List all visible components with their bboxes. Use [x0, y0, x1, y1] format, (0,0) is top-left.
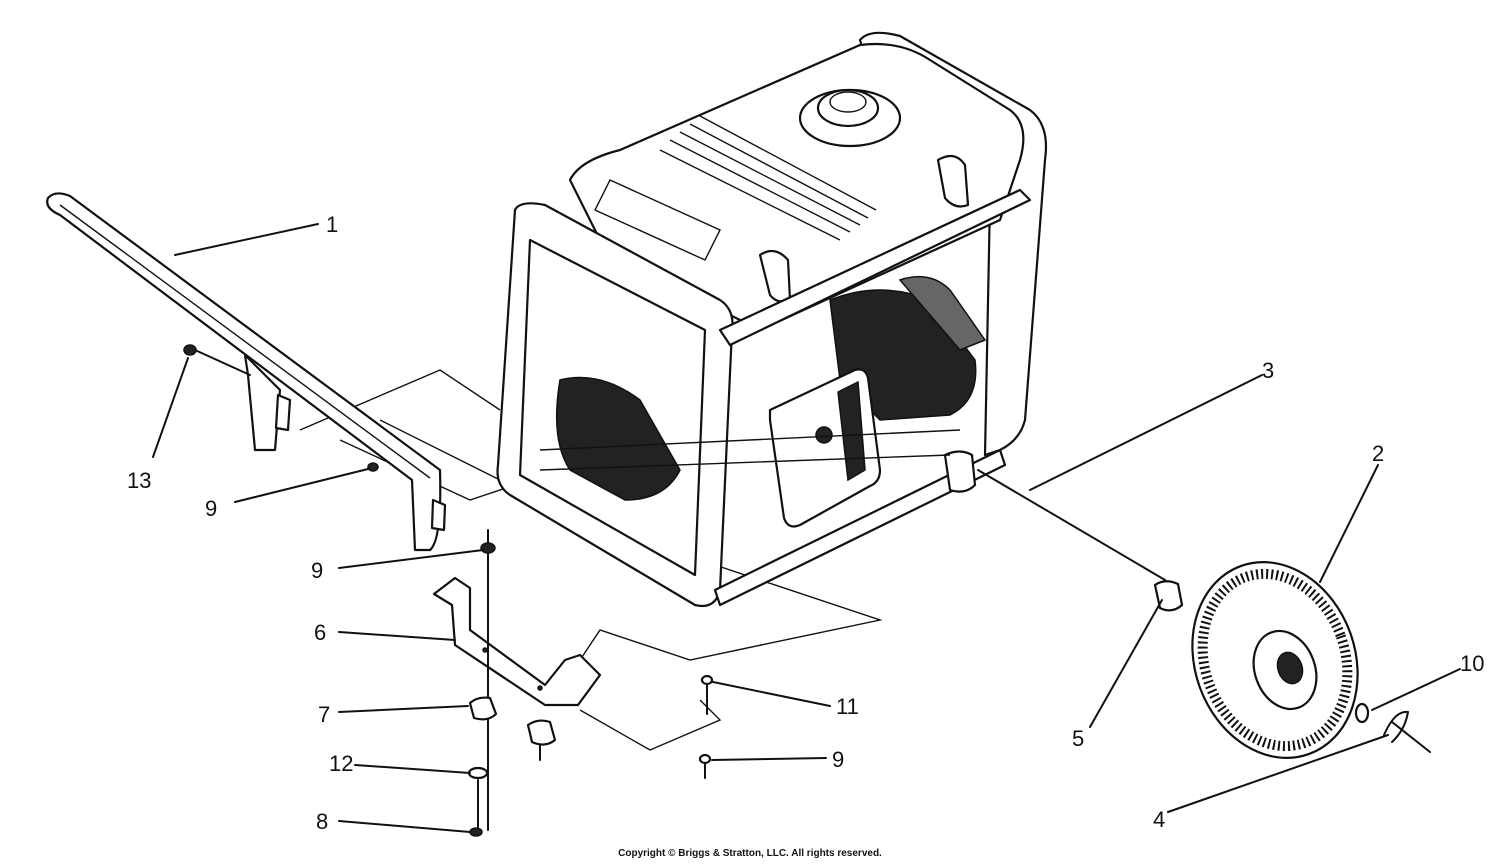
callout-9: 9	[311, 558, 323, 583]
handle-part-1	[46, 192, 447, 552]
callout-9: 9	[205, 496, 217, 521]
callout-11: 11	[836, 694, 859, 719]
callout-2: 2	[1372, 441, 1384, 466]
leader-lines	[152, 223, 1461, 833]
callout-5: 5	[1072, 726, 1084, 751]
fastener-stack	[183, 344, 714, 837]
assembly-guide-outline	[299, 369, 883, 751]
callout-10: 10	[1460, 651, 1484, 676]
callout-4: 4	[1153, 807, 1165, 832]
wheel-assembly	[977, 469, 1431, 759]
callout-9: 9	[832, 747, 844, 772]
callout-6: 6	[314, 620, 326, 645]
generator-assembly	[496, 31, 1048, 608]
callout-13: 13	[127, 468, 151, 493]
callout-8: 8	[316, 809, 328, 834]
copyright-notice: Copyright © Briggs & Stratton, LLC. All …	[618, 848, 882, 859]
callout-labels: 1 2 3 4 5 6 7 8 9 9 9 10 11 12 13	[127, 212, 1484, 834]
callout-1: 1	[326, 212, 338, 237]
callout-12: 12	[329, 751, 353, 776]
bracket-part-6	[432, 576, 602, 707]
callout-7: 7	[318, 702, 330, 727]
callout-3: 3	[1262, 358, 1274, 383]
